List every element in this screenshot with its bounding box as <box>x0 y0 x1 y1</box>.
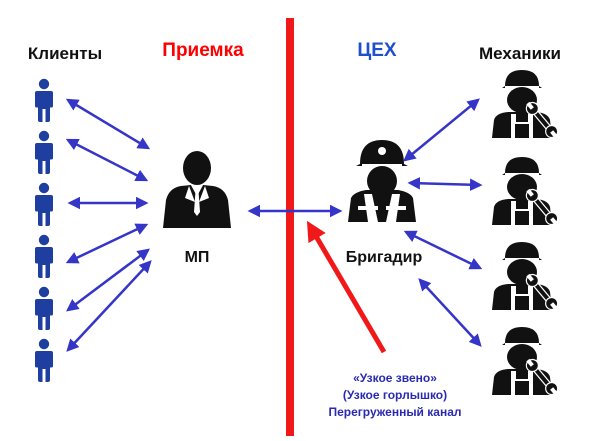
workshop-label: ЦЕХ <box>357 40 397 61</box>
client-arrow <box>66 260 152 352</box>
mechanic-icon <box>491 69 562 142</box>
client-arrow <box>66 248 150 312</box>
client-person-icon <box>35 182 53 226</box>
mechanic-arrow <box>407 177 483 191</box>
manager-label: МП <box>185 249 210 266</box>
client-person-icon <box>35 78 53 122</box>
client-arrow <box>65 98 151 150</box>
client-person-icon <box>35 130 53 174</box>
client-person-icon <box>35 286 53 330</box>
bottleneck-line2: (Узкое горлышко) <box>343 388 447 402</box>
client-person-icon <box>35 338 53 382</box>
mechanic-arrow <box>403 230 483 270</box>
bottleneck-line3: Перегруженный канал <box>329 405 462 419</box>
manager-icon <box>163 151 231 228</box>
client-arrow <box>65 223 149 264</box>
mechanic-arrow <box>403 98 480 162</box>
mechanic-icon <box>491 241 562 314</box>
mechanic-arrow <box>418 278 482 347</box>
client-person-icon <box>35 234 53 278</box>
foreman-icon <box>348 140 416 222</box>
divider-line <box>286 18 294 436</box>
bottleneck-arrow <box>306 220 387 354</box>
mechanic-icon <box>491 326 562 399</box>
client-arrow <box>65 138 149 182</box>
mechanics-label: Механики <box>479 44 561 63</box>
reception-label: Приемка <box>162 40 244 61</box>
foreman-label: Бригадир <box>346 249 423 266</box>
mechanic-icon <box>491 156 562 229</box>
bottleneck-line1: «Узкое звено» <box>353 371 437 385</box>
clients-label: Клиенты <box>28 44 102 63</box>
